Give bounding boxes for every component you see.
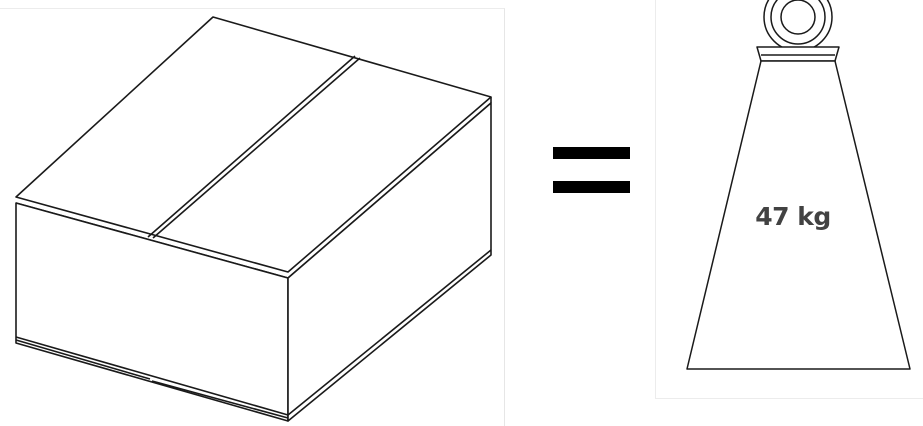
weight-label: 47 kg xyxy=(753,202,833,232)
